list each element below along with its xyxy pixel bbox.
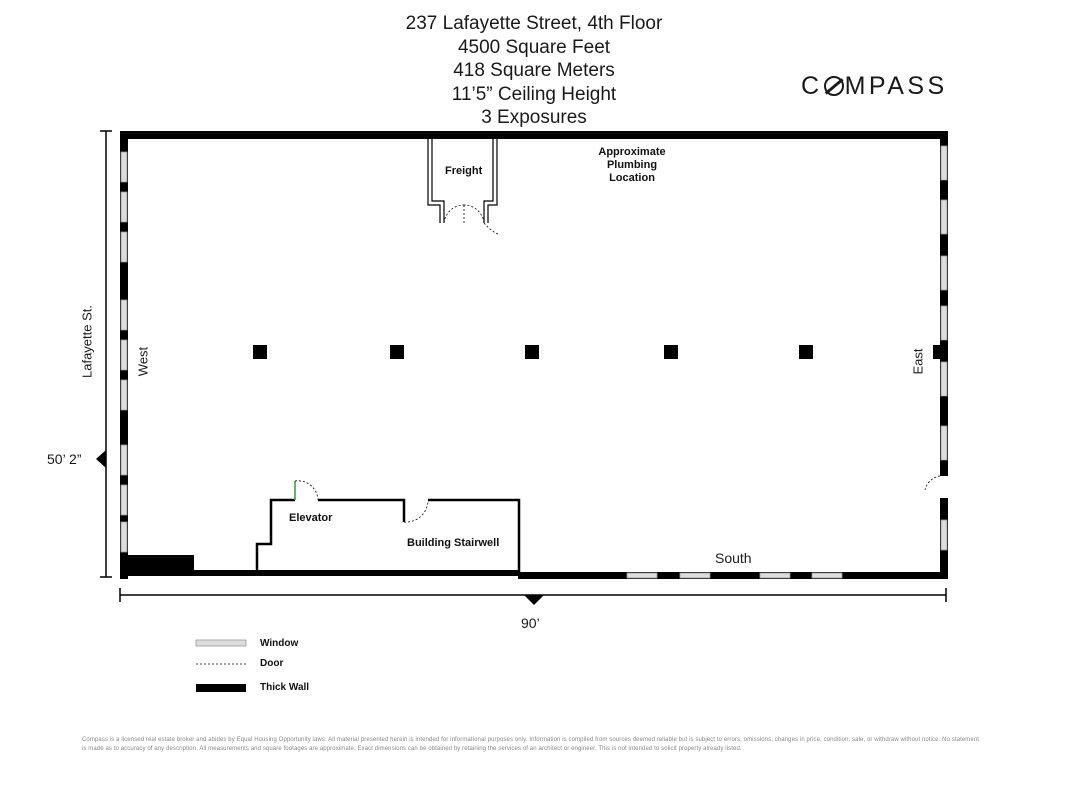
header: 237 Lafayette Street, 4th Floor 4500 Squ… bbox=[334, 12, 734, 130]
west-label: West bbox=[135, 346, 151, 377]
elevator-door bbox=[294, 480, 319, 501]
legend-thick-wall: Thick Wall bbox=[260, 682, 310, 693]
south-windows bbox=[626, 572, 843, 579]
east-label: East bbox=[910, 348, 926, 375]
dimension-lines bbox=[100, 130, 947, 602]
disclaimer: Compass is a licensed real estate broker… bbox=[82, 737, 980, 752]
legend-symbols bbox=[195, 639, 247, 692]
height-marker bbox=[96, 450, 106, 468]
ceiling-height: 11’5” Ceiling Height bbox=[451, 83, 617, 105]
street-label: Lafayette St. bbox=[79, 305, 95, 378]
south-label: South bbox=[715, 550, 752, 566]
address: 237 Lafayette Street, 4th Floor bbox=[405, 13, 663, 34]
core-walls bbox=[255, 498, 521, 574]
plumbing-label: Approximate Plumbing Location bbox=[598, 146, 666, 184]
height-dimension: 50’ 2” bbox=[47, 451, 82, 467]
legend-door: Door bbox=[260, 658, 284, 669]
east-column bbox=[933, 345, 947, 359]
columns bbox=[253, 345, 813, 359]
freight-doors bbox=[443, 204, 499, 235]
freight-label: Freight bbox=[445, 165, 483, 177]
freight-elevator bbox=[427, 139, 498, 223]
east-door-gap bbox=[940, 476, 948, 498]
legend-window: Window bbox=[260, 638, 299, 649]
square-feet: 4500 Square Feet bbox=[457, 36, 611, 58]
stairwell-door bbox=[403, 499, 429, 523]
width-marker bbox=[524, 595, 544, 605]
width-dimension: 90’ bbox=[521, 615, 540, 631]
east-door bbox=[924, 475, 941, 491]
square-meters: 418 Square Meters bbox=[453, 60, 615, 81]
west-windows bbox=[120, 151, 128, 553]
elevator-label: Elevator bbox=[289, 512, 333, 524]
stairwell-label: Building Stairwell bbox=[407, 537, 500, 549]
east-windows bbox=[940, 145, 948, 551]
exposures: 3 Exposures bbox=[481, 107, 587, 128]
